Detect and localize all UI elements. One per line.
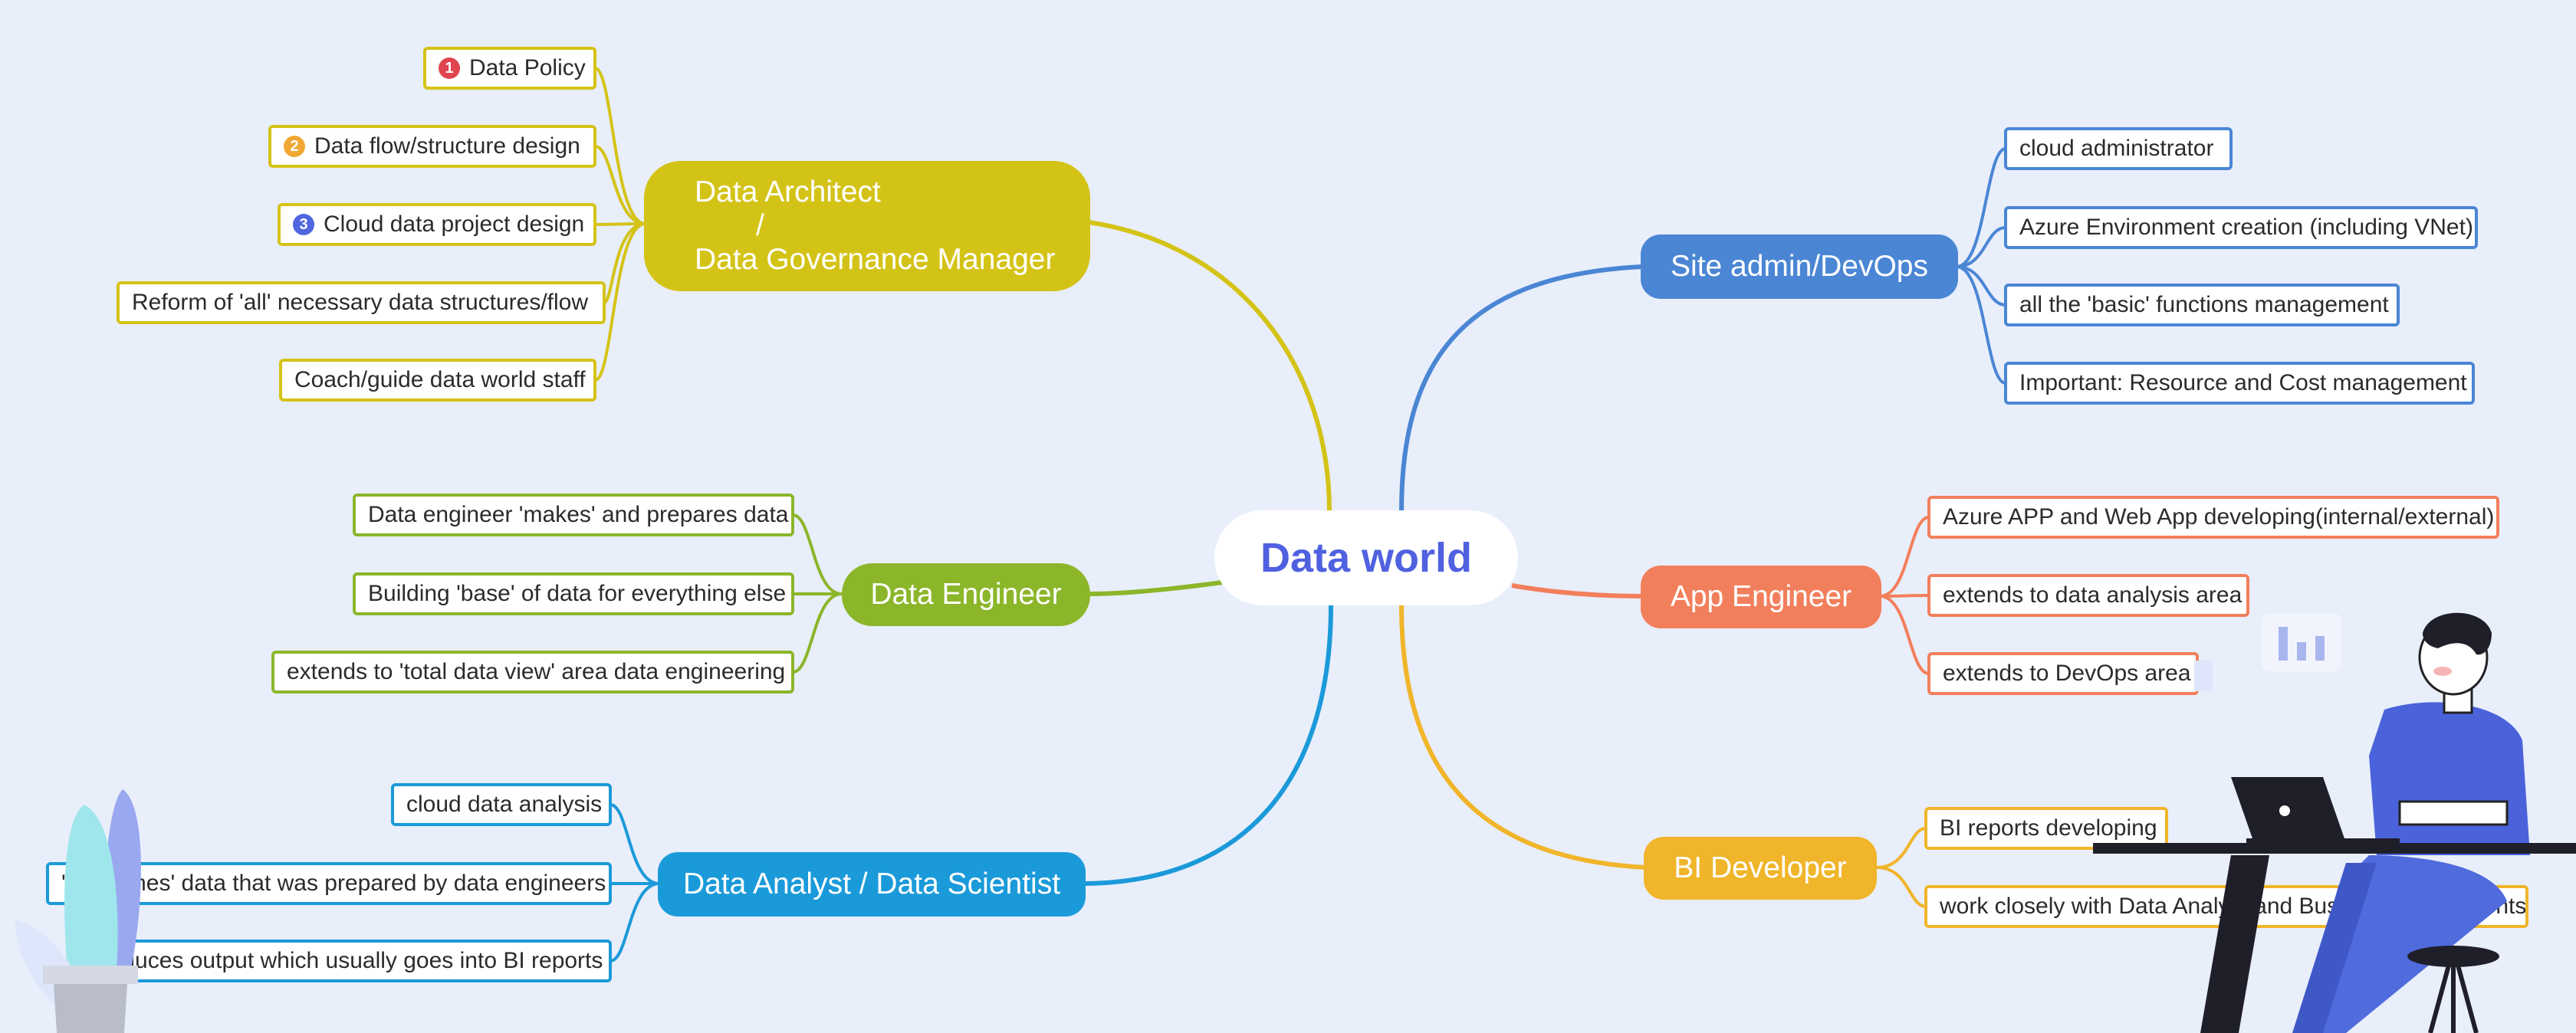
chart-icon xyxy=(2262,613,2341,671)
branch-label-line1: Data Architect xyxy=(695,175,881,208)
leaf-data-flow-design[interactable]: 2 Data flow/structure design xyxy=(268,125,596,168)
leaf-reform-data-structures[interactable]: Reform of 'all' necessary data structure… xyxy=(117,281,606,324)
branch-devops[interactable]: Site admin/DevOps xyxy=(1641,234,1958,299)
connector-devops xyxy=(1399,264,1643,513)
branch-label: App Engineer xyxy=(1670,580,1852,613)
leaf-label: Data flow/structure design xyxy=(314,133,580,159)
branch-label-line2: / xyxy=(756,209,764,242)
branch-label: Data Engineer xyxy=(870,578,1062,611)
branch-bi-developer[interactable]: BI Developer xyxy=(1644,837,1877,900)
leaf-coach-staff[interactable]: Coach/guide data world staff xyxy=(279,359,596,402)
branch-data-engineer[interactable]: Data Engineer xyxy=(842,563,1090,626)
leaf-label: Data engineer 'makes' and prepares data xyxy=(368,502,789,527)
leaf-label: Azure Environment creation (including VN… xyxy=(2019,215,2473,240)
branch-label: Site admin/DevOps xyxy=(1671,250,1928,283)
branch-data-architect[interactable]: Data Architect / Data Governance Manager xyxy=(644,161,1090,291)
small-square-icon xyxy=(2194,661,2213,691)
leaf-label: cloud data analysis xyxy=(406,792,603,817)
leaf-building-base-data[interactable]: Building 'base' of data for everything e… xyxy=(353,572,794,615)
leaf-label: extends to data analysis area xyxy=(1943,582,2242,608)
connector-engineer xyxy=(1089,580,1223,596)
priority-1-icon: 1 xyxy=(439,57,460,79)
leaf-azure-environment[interactable]: Azure Environment creation (including VN… xyxy=(2004,206,2478,249)
leaf-label: Important: Resource and Cost management xyxy=(2019,370,2467,395)
leaf-label: extends to DevOps area xyxy=(1943,661,2191,686)
leaf-data-policy[interactable]: 1 Data Policy xyxy=(423,47,596,90)
leaf-label: cloud administrator xyxy=(2019,136,2214,161)
leaf-label: Reform of 'all' necessary data structure… xyxy=(132,290,589,315)
central-topic-label: Data world xyxy=(1260,535,1473,581)
connector-architect xyxy=(1088,220,1332,513)
leaf-azure-app-dev[interactable]: Azure APP and Web App developing(interna… xyxy=(1927,496,2499,539)
leaf-engineer-makes-data[interactable]: Data engineer 'makes' and prepares data xyxy=(353,494,794,536)
leaf-resource-cost[interactable]: Important: Resource and Cost management xyxy=(2004,362,2475,405)
priority-2-icon: 2 xyxy=(284,136,305,157)
connector-bi xyxy=(1399,605,1646,870)
leaf-basic-functions[interactable]: all the 'basic' functions management xyxy=(2004,284,2400,326)
leaf-label: produces output which usually goes into … xyxy=(89,948,603,973)
leaf-label: Coach/guide data world staff xyxy=(294,367,586,392)
central-topic[interactable]: Data world xyxy=(1214,510,1518,605)
branch-label: BI Developer xyxy=(1674,851,1847,884)
branch-label: Data Analyst / Data Scientist xyxy=(682,867,1061,900)
leaf-label: Cloud data project design xyxy=(324,212,585,237)
leaf-label: BI reports developing xyxy=(1940,815,2157,841)
leaf-extends-data-analysis[interactable]: extends to data analysis area xyxy=(1927,574,2249,617)
leaf-bi-reports[interactable]: BI reports developing xyxy=(1924,807,2168,850)
branch-app-engineer[interactable]: App Engineer xyxy=(1641,566,1881,628)
leaf-label: Azure APP and Web App developing(interna… xyxy=(1943,504,2495,530)
leaf-cloud-administrator[interactable]: cloud administrator xyxy=(2004,127,2233,170)
leaf-extends-devops[interactable]: extends to DevOps area xyxy=(1927,652,2199,695)
branch-data-analyst[interactable]: Data Analyst / Data Scientist xyxy=(658,852,1086,917)
leaf-label: all the 'basic' functions management xyxy=(2019,292,2389,317)
leaf-cloud-data-analysis[interactable]: cloud data analysis xyxy=(391,783,612,826)
priority-3-icon: 3 xyxy=(293,214,314,235)
leaf-cloud-data-project-design[interactable]: 3 Cloud data project design xyxy=(278,203,596,246)
plant-illustration xyxy=(15,789,141,1033)
leaf-total-data-view[interactable]: extends to 'total data view' area data e… xyxy=(271,651,794,694)
connector-app xyxy=(1511,583,1643,598)
branch-label-line3: Data Governance Manager xyxy=(695,243,1056,276)
leaf-produces-output[interactable]: produces output which usually goes into … xyxy=(74,940,612,982)
leaf-label: Building 'base' of data for everything e… xyxy=(368,581,787,606)
leaf-label: Data Policy xyxy=(469,55,586,80)
person-with-laptop-illustration xyxy=(2093,612,2576,1033)
leaf-label: 'consumes' data that was prepared by dat… xyxy=(61,871,606,896)
connector-analyst xyxy=(1085,605,1333,886)
leaf-label: extends to 'total data view' area data e… xyxy=(287,659,786,684)
